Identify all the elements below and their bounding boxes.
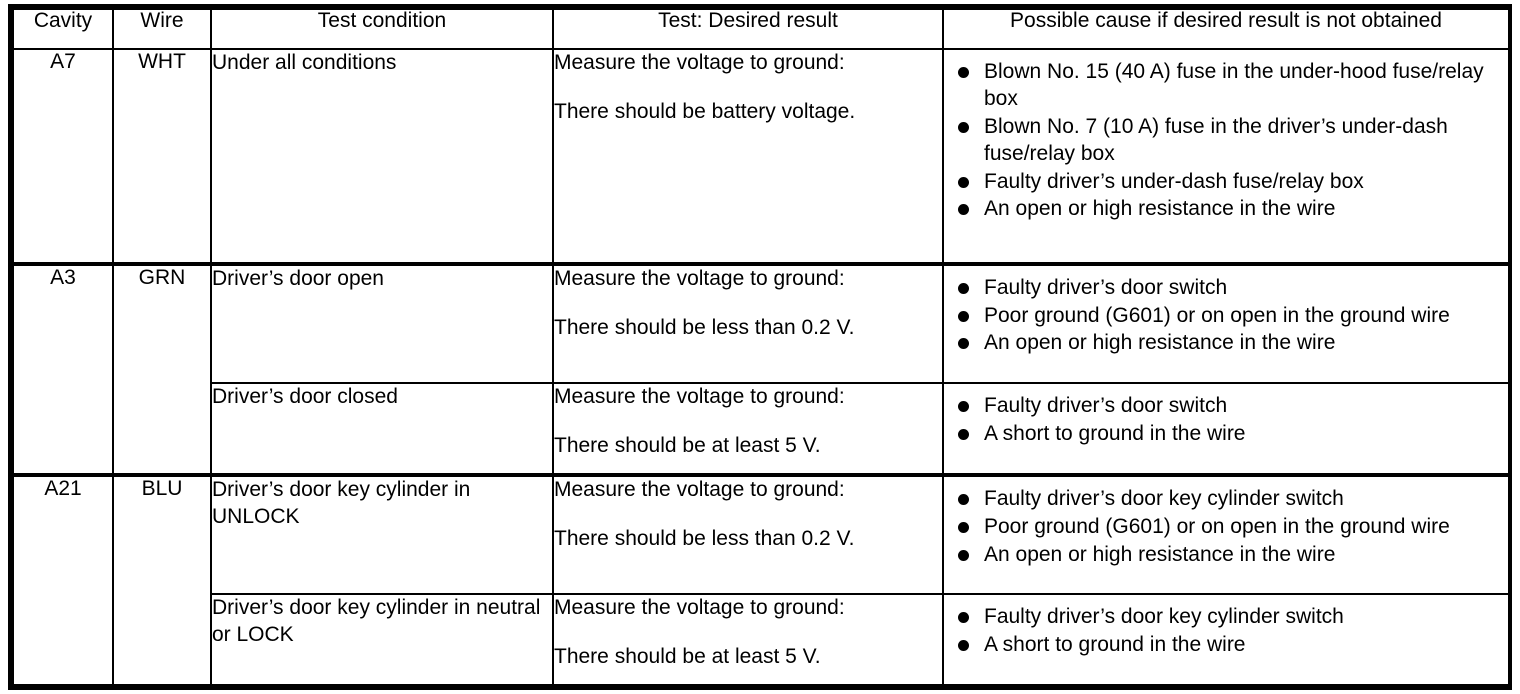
possible-cause-item: Poor ground (G601) or on open in the gro… [950,514,1502,541]
cell-possible-cause: Faulty driver’s door switch A short to gr… [942,381,1510,476]
table-header: Cavity Wire Test condition Test: Desired… [12,8,1510,50]
desired-result-expected-line: There should be battery voltage. [554,99,856,123]
bullet-icon [958,204,969,216]
bullet-icon [958,310,969,322]
cell-test-condition: Driver’s door closed [210,381,554,476]
possible-cause-item: Faulty driver’s door switch [950,275,1502,302]
desired-result-measure-line: Measure the voltage to ground: [554,595,845,619]
cell-test-condition: Driver’s door key cylinder in neutral or… [210,592,554,687]
cell-desired-result: Measure the voltage to ground: There shou… [552,592,944,687]
bullet-icon [958,121,969,133]
possible-cause-item: An open or high resistance in the wire [950,196,1502,223]
column-header-desired-result: Test: Desired result [552,8,944,50]
possible-cause-text: Poor ground (G601) or on open in the gro… [984,514,1450,538]
test-condition-text: Driver’s door key cylinder in UNLOCK [212,477,471,528]
test-condition-text: Driver’s door key cylinder in neutral or… [212,595,541,646]
bullet-icon [958,493,969,505]
test-condition-text: Driver’s door closed [212,384,398,408]
possible-cause-text: Poor ground (G601) or on open in the gro… [984,303,1450,327]
cell-desired-result: Measure the voltage to ground: There shou… [552,48,944,265]
desired-result-expected-line: There should be less than 0.2 V. [554,526,855,550]
desired-result-expected-line: There should be less than 0.2 V. [554,315,855,339]
possible-cause-item: Blown No. 15 (40 A) fuse in the under-ho… [950,59,1502,113]
desired-result-expected-line: There should be at least 5 V. [554,433,821,457]
possible-cause-text: Faulty driver’s door switch [984,275,1228,299]
possible-cause-text: Faulty driver’s under-dash fuse/relay bo… [984,169,1364,193]
test-condition-text: Driver’s door open [212,266,384,290]
possible-cause-text: An open or high resistance in the wire [984,331,1336,355]
possible-cause-list: Blown No. 15 (40 A) fuse in the under-ho… [944,50,1508,230]
possible-cause-item: An open or high resistance in the wire [950,330,1502,357]
possible-cause-text: Faulty driver’s door key cylinder switch [984,604,1344,628]
possible-cause-text: A short to ground in the wire [984,421,1246,445]
cell-wire: GRN [112,261,212,476]
column-header-test-condition: Test condition [210,8,554,50]
bullet-icon [958,428,969,440]
test-condition-text: Under all conditions [212,51,397,74]
possible-cause-list: Faulty driver’s door switch A short to gr… [944,384,1508,455]
desired-result-measure-line: Measure the voltage to ground: [554,477,845,501]
cell-test-condition: Driver’s door key cylinder in UNLOCK [210,472,554,595]
possible-cause-item: Poor ground (G601) or on open in the gro… [950,303,1502,330]
possible-cause-text: Faulty driver’s door key cylinder switch [984,486,1344,510]
cell-desired-result: Measure the voltage to ground: There shou… [552,261,944,384]
desired-result-measure-line: Measure the voltage to ground: [554,51,845,74]
bullet-icon [958,67,969,78]
cell-test-condition: Under all conditions [210,48,554,265]
possible-cause-item: Faulty driver’s door switch [950,393,1502,420]
possible-cause-text: Blown No. 15 (40 A) fuse in the under-ho… [984,60,1484,110]
bullet-icon [958,400,969,412]
cell-possible-cause: Faulty driver’s door key cylinder switch… [942,472,1510,595]
diagnostic-table-container: Cavity Wire Test condition Test: Desired… [8,4,1512,690]
desired-result-expected-line: There should be at least 5 V. [554,644,821,668]
possible-cause-item: A short to ground in the wire [950,632,1502,659]
desired-result-measure-line: Measure the voltage to ground: [554,266,845,290]
cell-cavity: A21 [12,472,114,687]
possible-cause-item: A short to ground in the wire [950,421,1502,448]
cell-wire: WHT [112,48,212,265]
possible-cause-item: Faulty driver’s door key cylinder switch [950,486,1502,513]
cell-cavity: A7 [12,48,114,265]
possible-cause-text: A short to ground in the wire [984,632,1246,656]
table-row: Driver’s door key cylinder in neutral or… [13,592,1510,687]
bullet-icon [958,282,969,294]
table-row: Driver’s door closed Measure the voltage … [13,381,1510,476]
diagnostic-test-table: Cavity Wire Test condition Test: Desired… [12,8,1510,687]
possible-cause-text: An open or high resistance in the wire [984,542,1336,566]
possible-cause-item: Blown No. 7 (10 A) fuse in the driver’s … [950,114,1502,168]
bullet-icon [958,338,969,350]
possible-cause-item: Faulty driver’s door key cylinder switch [950,604,1502,631]
bullet-icon [958,549,969,561]
cell-desired-result: Measure the voltage to ground: There shou… [552,381,944,476]
possible-cause-item: An open or high resistance in the wire [950,542,1502,569]
cell-cavity: A3 [12,261,114,476]
cell-desired-result: Measure the voltage to ground: There shou… [552,472,944,595]
column-header-cavity: Cavity [12,8,114,50]
possible-cause-text: Faulty driver’s door switch [984,393,1228,417]
cell-wire: BLU [112,472,212,687]
bullet-icon [958,176,969,188]
cell-possible-cause: Faulty driver’s door key cylinder switch… [942,592,1510,687]
possible-cause-text: An open or high resistance in the wire [984,197,1336,221]
bullet-icon [958,639,969,651]
column-header-wire: Wire [112,8,212,50]
bullet-icon [958,611,969,623]
possible-cause-text: Blown No. 7 (10 A) fuse in the driver’s … [984,114,1448,165]
desired-result-measure-line: Measure the voltage to ground: [554,384,845,408]
possible-cause-list: Faulty driver’s door key cylinder switch… [944,595,1508,666]
cell-test-condition: Driver’s door open [210,261,554,384]
column-header-possible-cause: Possible cause if desired result is not … [942,8,1510,50]
possible-cause-item: Faulty driver’s under-dash fuse/relay bo… [950,169,1502,196]
header-row: Cavity Wire Test condition Test: Desired… [12,8,1510,50]
cell-possible-cause: Blown No. 15 (40 A) fuse in the under-ho… [942,48,1510,265]
bullet-icon [958,521,969,533]
possible-cause-list: Faulty driver’s door key cylinder switch… [944,477,1508,576]
